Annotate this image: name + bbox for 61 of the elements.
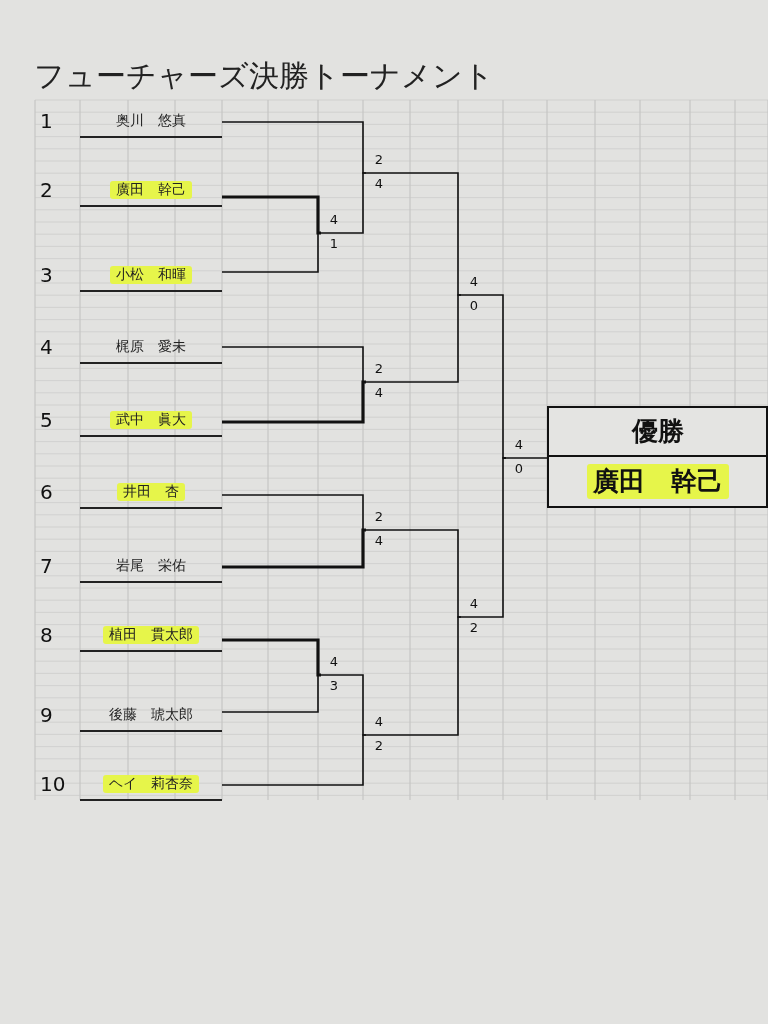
bracket-line <box>221 346 367 383</box>
seed-number: 5 <box>40 408 53 432</box>
seed-number: 8 <box>40 623 53 647</box>
score: 2 <box>373 361 385 376</box>
name-slot: 小松 和暉 <box>80 260 222 292</box>
name-slot: 後藤 琥太郎 <box>80 700 222 732</box>
bracket-line <box>365 529 462 618</box>
score: 4 <box>373 533 385 548</box>
bracket-line <box>222 195 321 235</box>
title: フューチャーズ決勝トーナメント <box>34 57 494 95</box>
bracket-line <box>222 380 366 424</box>
champion-box <box>547 406 768 508</box>
champion-text: 廣田 幹己 <box>586 464 729 499</box>
score: 4 <box>468 274 480 289</box>
bracket-line <box>365 172 462 296</box>
score: 1 <box>328 236 340 251</box>
champion-text: 優勝 <box>630 415 685 448</box>
bracket-line <box>460 294 507 459</box>
score: 2 <box>373 152 385 167</box>
score: 4 <box>513 437 525 452</box>
bracket-line <box>502 457 548 459</box>
seed-number: 4 <box>40 335 53 359</box>
name-slot: 植田 貫太郎 <box>80 620 222 652</box>
seed-number: 6 <box>40 480 53 504</box>
bracket-line <box>365 294 462 383</box>
bracket-line <box>320 674 367 736</box>
seed-number: 3 <box>40 263 53 287</box>
bracket-line <box>221 494 367 531</box>
bracket-line <box>365 616 462 736</box>
name-slot: 廣田 幹己 <box>80 175 222 207</box>
seed-number: 1 <box>40 109 53 133</box>
score: 2 <box>373 509 385 524</box>
name-slot: 井田 杏 <box>80 477 222 509</box>
score: 2 <box>468 620 480 635</box>
name-slot: 武中 眞大 <box>80 405 222 437</box>
bracket-line <box>221 232 322 273</box>
score: 4 <box>373 714 385 729</box>
score: 4 <box>373 385 385 400</box>
bracket-line <box>320 172 367 234</box>
bracket-line <box>221 121 367 174</box>
bracket-line <box>222 528 366 569</box>
seed-number: 7 <box>40 554 53 578</box>
score: 4 <box>328 212 340 227</box>
name-slot: 梶原 愛未 <box>80 332 222 364</box>
name-slot: ヘイ 莉杏奈 <box>80 769 222 801</box>
bracket-line <box>221 674 322 713</box>
score: 4 <box>468 596 480 611</box>
seed-number: 9 <box>40 703 53 727</box>
name-slot: 岩尾 栄佑 <box>80 551 222 583</box>
score: 2 <box>373 738 385 753</box>
score: 4 <box>328 654 340 669</box>
bracket-line <box>222 638 321 677</box>
score: 0 <box>468 298 480 313</box>
seed-number: 2 <box>40 178 53 202</box>
seed-number: 10 <box>40 772 66 796</box>
score: 3 <box>328 678 340 693</box>
bracket-line <box>221 734 367 786</box>
score: 0 <box>513 461 525 476</box>
score: 4 <box>373 176 385 191</box>
bracket-line <box>460 457 507 618</box>
name-slot: 奥川 悠真 <box>80 106 222 138</box>
